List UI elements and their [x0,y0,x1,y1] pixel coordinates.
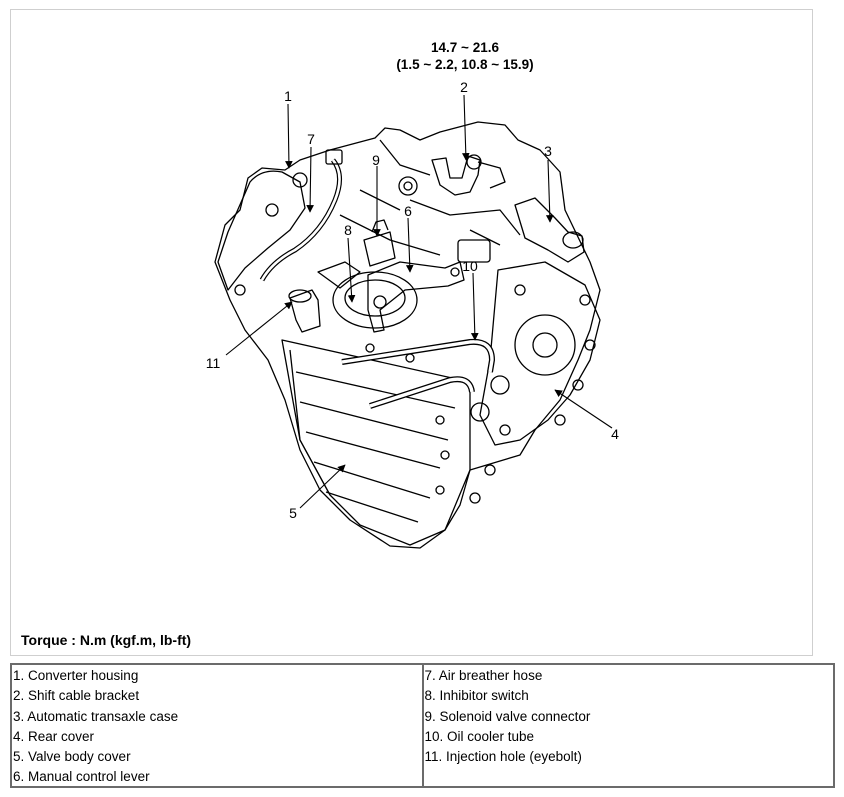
legend-column-right: 7. Air breather hose 8. Inhibitor switch… [421,665,834,786]
parts-legend-table: 1. Converter housing 2. Shift cable brac… [10,663,835,788]
leader-11 [225,301,293,356]
leader-5 [299,464,346,509]
transaxle-outline [214,121,601,549]
legend-item: 4. Rear cover [13,728,95,744]
torque-spec-conversions: (1.5 ~ 2.2, 10.8 ~ 15.9) [396,57,534,72]
callout-3: 3 [544,143,552,159]
leader-2 [461,94,470,161]
shift-cable-bracket-shape [431,155,481,196]
torque-units-caption: Torque : N.m (kgf.m, lb-ft) [21,632,192,648]
callout-2: 2 [460,79,468,95]
legend-item: 1. Converter housing [13,668,139,683]
legend-item: 7. Air breather hose [424,668,543,683]
legend-item: 5. Valve body cover [13,749,131,765]
callout-7: 7 [307,131,315,147]
legend-item: 10. Oil cooler tube [424,728,535,744]
callout-4: 4 [611,426,619,442]
leader-4 [554,389,613,429]
leader-3 [545,159,554,223]
torque-spec-value: 14.7 ~ 21.6 [431,40,499,55]
legend-column-left: 1. Converter housing 2. Shift cable brac… [12,665,422,786]
callout-8: 8 [344,222,352,238]
legend-item: 2. Shift cable bracket [13,688,140,704]
legend-item: 11. Injection hole (eyebolt) [424,749,582,765]
leader-1 [285,103,293,169]
callout-10: 10 [462,258,478,274]
solenoid-connector-shape [363,231,396,267]
case-bracket-shape [514,197,585,263]
manual-control-lever-shape [367,261,465,333]
callout-9: 9 [372,152,380,168]
legend-item: 3. Automatic transaxle case [13,708,179,724]
air-breather-hose [259,158,342,282]
converter-housing-shape [217,170,306,291]
legend-item: 9. Solenoid valve connector [424,708,591,724]
legend-item: 6. Manual control lever [13,769,150,785]
callout-5: 5 [289,505,297,521]
rear-cover-shape [479,261,601,446]
eyebolt-shape [289,289,321,333]
leader-8 [347,237,356,303]
callout-11: 11 [205,355,221,371]
legend-item: 8. Inhibitor switch [424,688,529,704]
callout-1: 1 [284,88,292,104]
callout-6: 6 [404,203,412,219]
leader-10 [470,272,479,341]
figure-frame [10,9,813,656]
valve-body-cover-shape [281,339,471,546]
leader-7 [306,146,314,213]
leader-6 [405,217,414,273]
